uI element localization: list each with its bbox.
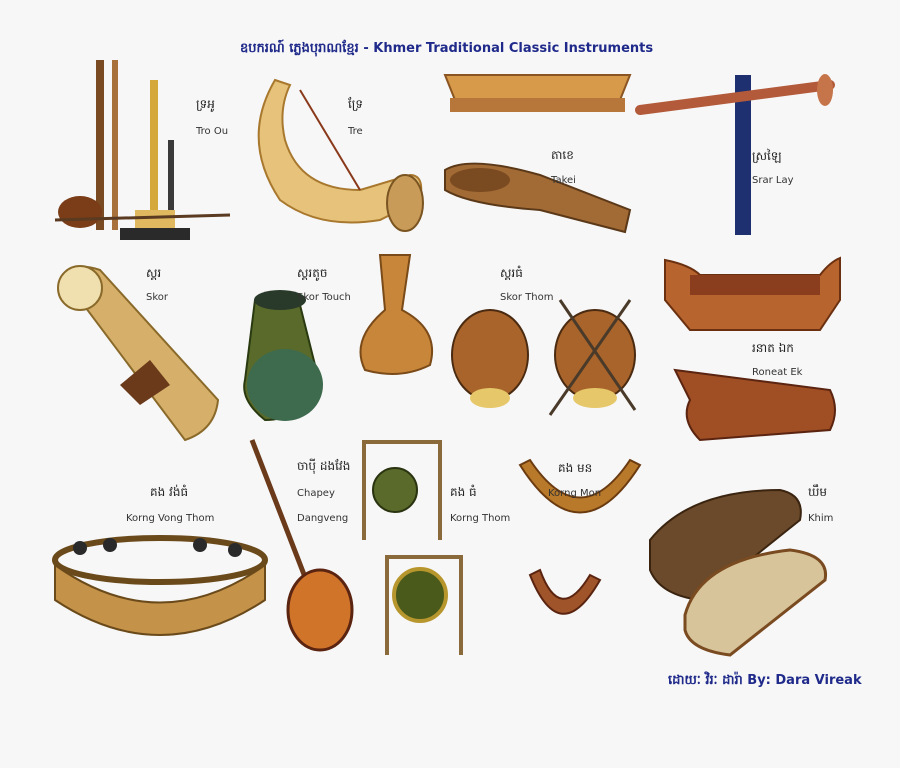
page-title: ឧបករណ៍ ភ្លេងបុរាណខ្មែរ - Khmer Tradition… bbox=[240, 40, 680, 59]
korng-vong-thom-khmer-label: គង វង់ធំ bbox=[150, 485, 189, 499]
dangveng-label: Dangveng bbox=[297, 513, 349, 524]
korng-mon-label: Korng Mon bbox=[548, 488, 602, 499]
roneat-top-image bbox=[664, 256, 841, 331]
skor-thom-label: Skor Thom bbox=[500, 292, 554, 303]
roneat-ek-image bbox=[673, 368, 836, 442]
korng-thom-gong-2-image bbox=[385, 555, 463, 655]
skor-label: Skor bbox=[146, 292, 169, 303]
srar-lay-label: Srar Lay bbox=[752, 175, 794, 186]
korng-thom-khmer-label: គង ធំ bbox=[450, 485, 477, 499]
chapey-khmer-label: ចាប៉ី ដងវែង bbox=[297, 459, 351, 473]
page-title-english: Khmer Traditional Classic Instruments bbox=[373, 41, 654, 56]
takei-image bbox=[444, 162, 632, 234]
takei-top-image bbox=[443, 74, 632, 112]
skor-touch-label: Skor Touch bbox=[297, 292, 351, 303]
author-credit-khmer: ដោយៈ វិរៈ ដារ៉ា bbox=[668, 673, 743, 688]
skor-thom-khmer-label: ស្គរធំ bbox=[500, 266, 523, 280]
srar-lay-image bbox=[635, 74, 835, 235]
korng-vong-thom-label: Korng Vong Thom bbox=[126, 513, 215, 524]
tre-label: Tre bbox=[348, 126, 363, 137]
korng-mon-khmer-label: គង មន bbox=[558, 461, 593, 475]
author-credit: ដោយៈ វិរៈ ដារ៉ា By: Dara Vireak bbox=[668, 672, 862, 691]
roneat-ek-khmer-label: រនាត ឯក bbox=[752, 341, 794, 355]
skor-touch-khmer-label: ស្គរតូច bbox=[297, 266, 328, 280]
srar-lay-khmer-label: ស្រឡៃ bbox=[752, 149, 782, 163]
khim-image bbox=[649, 488, 828, 657]
chapey-image bbox=[249, 439, 354, 652]
chapey-label: Chapey bbox=[297, 488, 335, 499]
khim-khmer-label: ឃឹម bbox=[808, 485, 828, 499]
takei-label: Takei bbox=[551, 175, 576, 186]
korng-thom-label: Korng Thom bbox=[450, 513, 511, 524]
skor-khmer-label: ស្គរ bbox=[146, 266, 162, 280]
page-title-khmer: ឧបករណ៍ ភ្លេងបុរាណខ្មែរ bbox=[240, 41, 359, 56]
tre-image bbox=[257, 78, 424, 232]
page-title-separator: - bbox=[358, 41, 374, 56]
khim-label: Khim bbox=[808, 513, 834, 524]
skor-thom-image bbox=[451, 299, 637, 416]
tro-ou-label: Tro Ou bbox=[196, 126, 229, 137]
tre-khmer-label: ទ្រែ bbox=[348, 97, 363, 111]
tro-ou-khmer-label: ទ្រអូ bbox=[196, 97, 215, 111]
skor-image bbox=[57, 265, 220, 442]
korng-mon-image bbox=[518, 458, 642, 615]
roneat-ek-label: Roneat Ek bbox=[752, 367, 803, 378]
skor-touch-image bbox=[243, 290, 323, 422]
tro-ou-image bbox=[54, 60, 231, 240]
author-credit-english: By: Dara Vireak bbox=[747, 673, 862, 688]
takei-khmer-label: តាខេ bbox=[551, 148, 574, 162]
vase-drum-image bbox=[359, 254, 434, 375]
korng-thom-gong-1-image bbox=[362, 440, 442, 540]
korng-vong-thom-image bbox=[52, 535, 268, 636]
